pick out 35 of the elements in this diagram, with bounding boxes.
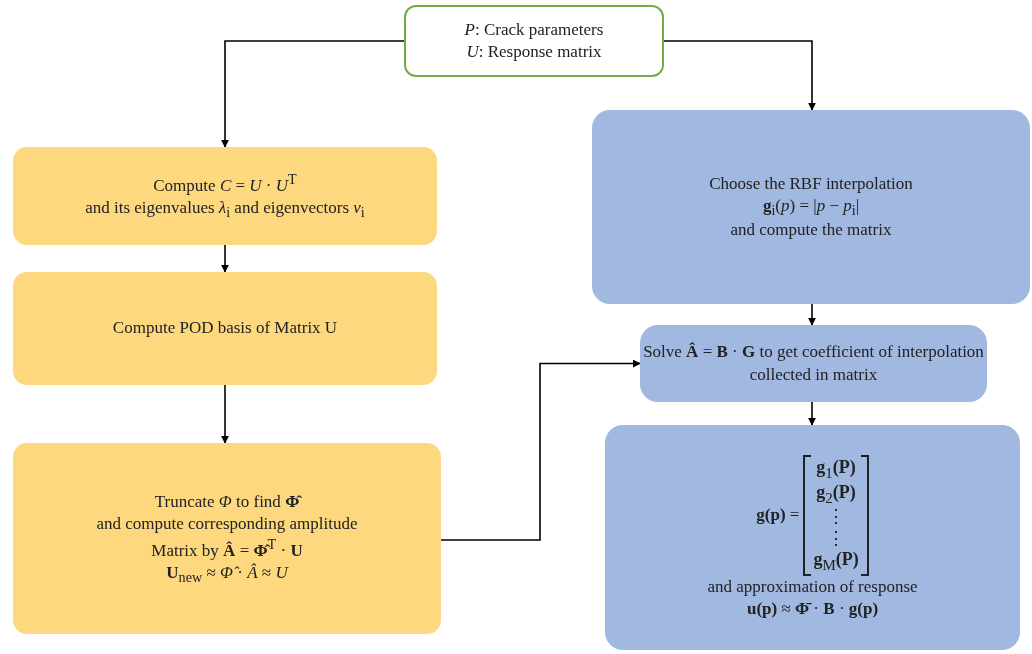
process-box — [592, 110, 1030, 304]
box-text: Choose the RBF interpolation — [709, 172, 913, 195]
arrow — [808, 303, 816, 326]
box-text: and compute the matrix — [730, 219, 892, 242]
box-text: g$_{2}$(P) — [816, 481, 856, 507]
box-text: g$_{M}$(P) — [813, 549, 859, 574]
arrow — [221, 40, 405, 148]
process-box — [640, 325, 987, 402]
box-text: ⋮ — [827, 527, 846, 550]
box-text: ⋮ — [827, 506, 846, 528]
arrow — [221, 244, 229, 273]
process-box — [605, 425, 1020, 650]
box-text: Matrix by Â = Φ̂$^{T}$ · U — [151, 534, 303, 562]
box-text: and approximation of response — [707, 575, 918, 598]
arrow — [221, 384, 229, 444]
arrow — [808, 401, 816, 426]
box-text: Compute C = U · U$^{T}$ — [153, 170, 297, 197]
box-text: U$_{new}$ ≈ Φ̂ · Â ≈ U — [166, 561, 288, 587]
arrow — [440, 359, 641, 541]
box-text: g$_{1}$(P) — [816, 456, 856, 482]
process-box — [13, 147, 437, 245]
box-text: g$_{i}$(p) = |p − p$_{i}$| — [762, 194, 860, 220]
process-box — [404, 5, 664, 77]
box-text: U: Response matrix — [466, 41, 602, 63]
process-box — [13, 272, 437, 385]
box-text: u(p) ≈ Φ̄ · B · g(p) — [746, 598, 879, 620]
box-text: Solve Â = B · G to get coefficient of interpolation collected in matrix — [642, 341, 985, 386]
box-text: P: Crack parameters — [464, 18, 604, 41]
box-text: and compute corresponding amplitude — [96, 512, 358, 535]
process-box — [13, 443, 441, 634]
box-text: g(p) = — [756, 504, 800, 527]
box-text: and its eigenvalues λ$_{i}$ and eigenvectors v$_{i}$ — [85, 196, 365, 222]
box-text: Truncate Φ to find Φ̂ — [154, 490, 300, 513]
arrow — [663, 40, 816, 111]
box-text: Compute POD basis of Matrix U — [112, 317, 338, 340]
